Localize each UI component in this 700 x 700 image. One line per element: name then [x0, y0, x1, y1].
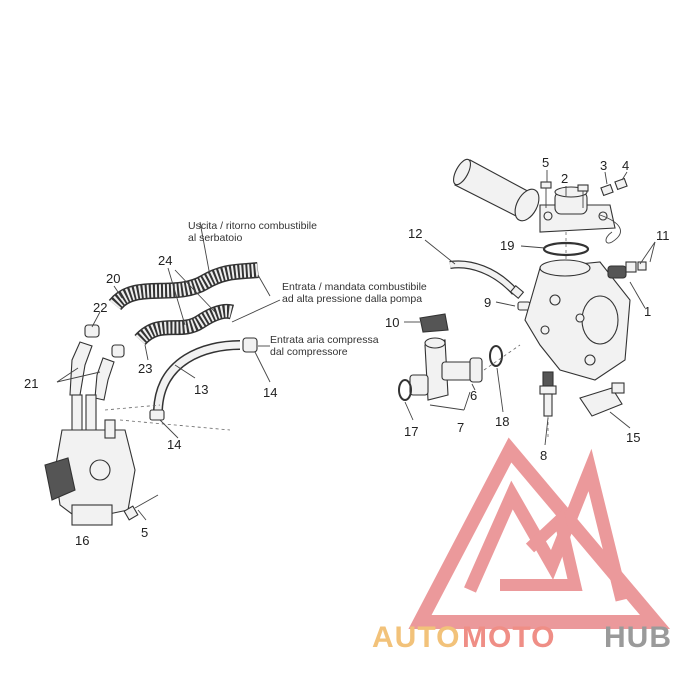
label-4: 4 [622, 158, 629, 173]
note-feed-line2: ad alta pressione dalla pompa [282, 293, 422, 305]
label-22: 22 [93, 300, 107, 315]
logo-triangle [408, 437, 671, 629]
label-11: 11 [656, 228, 670, 243]
label-9: 9 [484, 295, 491, 310]
watermark-auto: AUTO [372, 621, 460, 654]
label-2: 2 [561, 171, 568, 186]
label-5-top: 5 [542, 155, 549, 170]
label-17: 17 [404, 424, 418, 439]
label-20: 20 [106, 271, 120, 286]
union-fitting-7 [409, 337, 483, 401]
hose-24-upper [108, 262, 259, 311]
thermostat-housing [524, 259, 631, 381]
label-13: 13 [194, 382, 208, 397]
label-3: 3 [600, 158, 607, 173]
screws-top [540, 177, 628, 208]
bolt-5-lower [123, 494, 159, 521]
label-5-bottom: 5 [141, 525, 148, 540]
label-14-left: 14 [167, 437, 181, 452]
pipe-clamp [514, 188, 540, 222]
watermark-hub: HUB [604, 621, 672, 654]
watermark-logo [408, 437, 671, 629]
hose-13 [153, 340, 241, 411]
label-8: 8 [540, 448, 547, 463]
hose-24-lower [134, 303, 235, 346]
label-19: 19 [500, 238, 514, 253]
note-return-line1: Uscita / ritorno combustibile [188, 220, 317, 232]
label-16: 16 [75, 533, 89, 548]
label-14-right: 14 [263, 385, 277, 400]
fitting-1 [607, 261, 647, 279]
logo-inner-m [464, 448, 629, 602]
note-return-line2: al serbatoio [188, 232, 242, 244]
label-15: 15 [626, 430, 640, 445]
note-feed-line1: Entrata / mandata combustibile [282, 281, 427, 293]
clamps-14 [149, 337, 258, 421]
label-6: 6 [470, 388, 477, 403]
o-rings-17-18 [398, 345, 503, 401]
label-7: 7 [457, 420, 464, 435]
label-10: 10 [385, 315, 399, 330]
note-air-line1: Entrata aria compressa [270, 334, 379, 346]
clamps-22-23 [84, 324, 125, 358]
note-air-line2: dal compressore [270, 346, 348, 358]
logo-inner-g [500, 508, 583, 591]
leader-lines [56, 170, 656, 521]
sensor-8 [539, 371, 557, 417]
injector-pump-16 [44, 394, 136, 526]
watermark-moto: MOTO [462, 621, 555, 654]
label-12: 12 [408, 226, 422, 241]
spring-clip [599, 214, 621, 244]
o-ring-19 [542, 241, 590, 257]
label-24: 24 [158, 253, 172, 268]
guide-lines [104, 232, 567, 440]
sensor-15 [579, 382, 625, 417]
label-23: 23 [138, 361, 152, 376]
label-21: 21 [24, 376, 38, 391]
elbow-fittings-21 [69, 341, 115, 401]
watermark-text: AUTO MOTO HUB [372, 621, 672, 654]
label-18: 18 [495, 414, 509, 429]
label-1: 1 [644, 304, 651, 319]
hose-12 [449, 260, 525, 300]
bracket-10 [419, 313, 449, 333]
